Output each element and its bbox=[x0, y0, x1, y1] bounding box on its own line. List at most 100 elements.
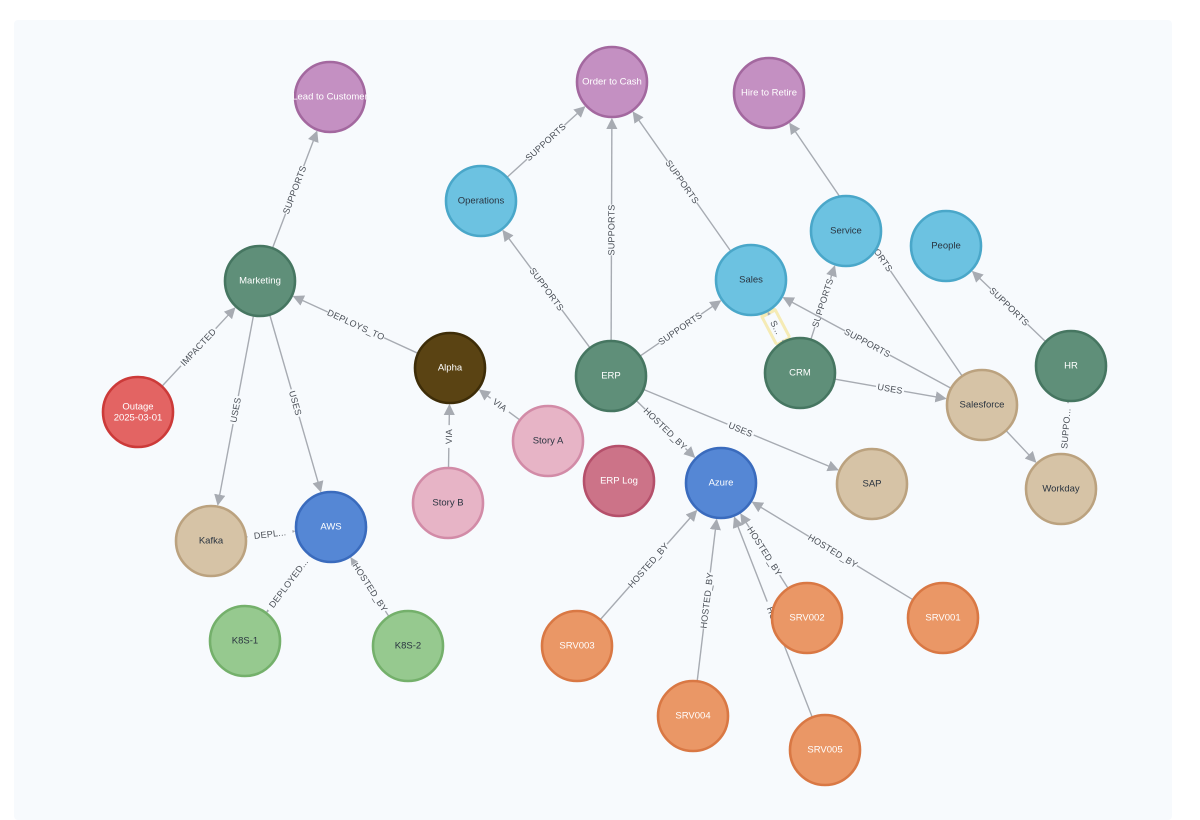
node-erp-log[interactable]: ERP Log bbox=[582, 444, 656, 518]
edge-alpha-marketing[interactable]: DEPLOYS_TO bbox=[292, 295, 419, 355]
edge-operations-order-to-cash[interactable]: SUPPORTS bbox=[506, 106, 586, 178]
edge-k8s-2-aws[interactable]: HOSTED_BY bbox=[349, 557, 391, 617]
edge-label: DEPLOYED... bbox=[267, 557, 310, 610]
edge-label: HOSTED_BY bbox=[745, 525, 784, 578]
node-circle[interactable] bbox=[1034, 329, 1108, 403]
node-circle[interactable] bbox=[1024, 452, 1098, 526]
node-circle[interactable] bbox=[656, 679, 730, 753]
node-circle[interactable] bbox=[575, 45, 649, 119]
edge-salesforce-workday[interactable] bbox=[1005, 430, 1037, 463]
edge-label-background bbox=[487, 393, 513, 417]
edge-erp-order-to-cash[interactable]: SUPPORTS bbox=[605, 117, 618, 342]
node-circle[interactable] bbox=[763, 336, 837, 410]
node-srv002[interactable]: SRV002 bbox=[770, 581, 844, 655]
node-srv003[interactable]: SRV003 bbox=[540, 609, 614, 683]
node-circle[interactable] bbox=[208, 604, 282, 678]
node-people[interactable]: People bbox=[909, 209, 983, 283]
edge-aws-k8s-1[interactable]: DEPLOYED... bbox=[263, 552, 314, 614]
node-marketing[interactable]: Marketing bbox=[223, 244, 297, 318]
edge-marketing-lead-to-customer[interactable]: SUPPORTS bbox=[271, 130, 319, 249]
node-circle[interactable] bbox=[444, 164, 518, 238]
node-azure[interactable]: Azure bbox=[684, 446, 758, 520]
edge-marketing-kafka[interactable]: USES bbox=[214, 315, 255, 506]
node-circle[interactable] bbox=[714, 243, 788, 317]
node-circle[interactable] bbox=[574, 339, 648, 413]
edge-erp-operations[interactable]: SUPPORTS bbox=[502, 229, 591, 349]
node-circle[interactable] bbox=[945, 368, 1019, 442]
edge-label-background bbox=[744, 524, 785, 579]
nodes-layer: Lead to Customer Order to Cash Hire to Ret… bbox=[101, 45, 1108, 787]
edge-label: SUPPORTS bbox=[524, 121, 568, 163]
edge-label-background bbox=[874, 380, 906, 398]
node-story-a[interactable]: Story A bbox=[511, 404, 585, 478]
edge-sales-order-to-cash[interactable]: SUPPORTS bbox=[632, 111, 732, 252]
node-aws[interactable]: AWS bbox=[294, 490, 368, 564]
node-circle[interactable] bbox=[101, 375, 175, 449]
node-order-to-cash[interactable]: Order to Cash bbox=[575, 45, 649, 119]
node-hr[interactable]: HR bbox=[1034, 329, 1108, 403]
node-circle[interactable] bbox=[413, 331, 487, 405]
node-circle[interactable] bbox=[540, 609, 614, 683]
node-circle[interactable] bbox=[835, 447, 909, 521]
edge-erp-sales[interactable]: SUPPORTS bbox=[639, 300, 722, 357]
node-workday[interactable]: Workday bbox=[1024, 452, 1098, 526]
node-service[interactable]: Service bbox=[809, 194, 883, 268]
edge-story-b-alpha[interactable]: VIA bbox=[442, 403, 456, 469]
node-k8s-1[interactable]: K8S-1 bbox=[208, 604, 282, 678]
edge-srv004-azure[interactable]: HOSTED_BY bbox=[696, 518, 721, 682]
node-circle[interactable] bbox=[294, 490, 368, 564]
edge-crm-service[interactable]: SUPPORTS bbox=[809, 265, 837, 340]
node-salesforce[interactable]: Salesforce bbox=[945, 368, 1019, 442]
node-circle[interactable] bbox=[788, 713, 862, 787]
node-alpha[interactable]: Alpha bbox=[413, 331, 487, 405]
edge-label: HOSTED_BY bbox=[351, 561, 390, 614]
edge-label-background bbox=[1057, 402, 1074, 455]
edge-label-background bbox=[246, 525, 294, 543]
edge-label-background bbox=[325, 306, 387, 344]
edge-label-background bbox=[986, 284, 1032, 329]
node-circle[interactable] bbox=[732, 56, 806, 130]
edge-crm-sales[interactable]: S... bbox=[759, 307, 791, 346]
node-erp[interactable]: ERP bbox=[574, 339, 648, 413]
edge-srv001-azure[interactable]: HOSTED_BY bbox=[751, 501, 914, 601]
edge-kafka-aws[interactable]: DEPL... bbox=[245, 525, 296, 543]
node-kafka[interactable]: Kafka bbox=[174, 504, 248, 578]
edge-outage-marketing[interactable]: IMPACTED bbox=[161, 307, 236, 387]
node-crm[interactable]: CRM bbox=[763, 336, 837, 410]
node-k8s-2[interactable]: K8S-2 bbox=[371, 609, 445, 683]
node-circle[interactable] bbox=[411, 466, 485, 540]
node-srv004[interactable]: SRV004 bbox=[656, 679, 730, 753]
node-srv005[interactable]: SRV005 bbox=[788, 713, 862, 787]
edge-story-a-alpha[interactable]: VIA bbox=[478, 389, 521, 421]
node-lead-to-customer[interactable]: Lead to Customer bbox=[292, 60, 368, 134]
node-operations[interactable]: Operations bbox=[444, 164, 518, 238]
edge-hr-people[interactable]: SUPPORTS bbox=[971, 270, 1047, 343]
node-circle[interactable] bbox=[770, 581, 844, 655]
node-circle[interactable] bbox=[684, 446, 758, 520]
edge-srv003-azure[interactable]: HOSTED_BY bbox=[599, 509, 698, 621]
edge-erp-azure[interactable]: HOSTED_BY bbox=[635, 399, 696, 458]
node-circle[interactable] bbox=[174, 504, 248, 578]
node-circle[interactable] bbox=[906, 581, 980, 655]
edge-marketing-aws[interactable]: USES bbox=[269, 314, 324, 493]
edge-label: DEPLOYS_TO bbox=[326, 307, 386, 342]
node-circle[interactable] bbox=[511, 404, 585, 478]
node-circle[interactable] bbox=[909, 209, 983, 283]
node-story-b[interactable]: Story B bbox=[411, 466, 485, 540]
node-srv001[interactable]: SRV001 bbox=[906, 581, 980, 655]
node-sales[interactable]: Sales bbox=[714, 243, 788, 317]
edge-label-background bbox=[809, 276, 837, 329]
edge-workday-hr[interactable]: SUPPO... bbox=[1057, 401, 1074, 455]
node-circle[interactable] bbox=[809, 194, 883, 268]
edge-crm-salesforce[interactable]: USES bbox=[834, 378, 947, 403]
edge-label-background bbox=[526, 265, 567, 314]
edge-label: SUPPORTS bbox=[843, 326, 893, 359]
node-sap[interactable]: SAP bbox=[835, 447, 909, 521]
node-circle[interactable] bbox=[223, 244, 297, 318]
node-circle[interactable] bbox=[582, 444, 656, 518]
node-circle[interactable] bbox=[371, 609, 445, 683]
node-hire-to-retire[interactable]: Hire to Retire bbox=[732, 56, 806, 130]
node-circle[interactable] bbox=[293, 60, 367, 134]
